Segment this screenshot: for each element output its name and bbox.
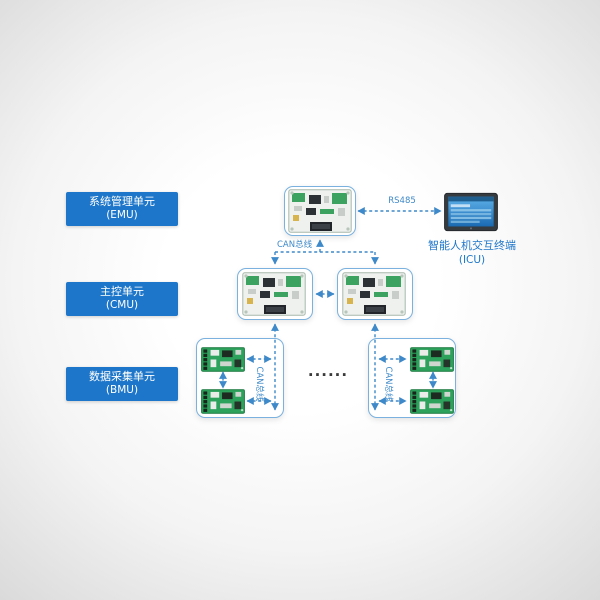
emu-pcb-board-icon [288, 189, 352, 233]
hmi-screen-icon [444, 217, 498, 236]
cmu-node-right [337, 268, 413, 320]
cmu-right-pcb-board-icon [342, 272, 406, 316]
icu-label: 智能人机交互终端 (ICU) [418, 239, 526, 267]
legend-emu-subtitle: (EMU) [106, 209, 138, 221]
bmu-board-icon [201, 389, 245, 414]
icu-title: 智能人机交互终端 [428, 239, 516, 252]
bmu-board-icon [410, 389, 454, 414]
icu-subtitle: (ICU) [458, 254, 486, 266]
legend-emu-title: 系统管理单元 [89, 195, 155, 208]
legend-bmu-subtitle: (BMU) [105, 384, 139, 396]
can-bus-label-right: CAN总线 [383, 366, 393, 402]
bmu-board-icon [410, 347, 454, 372]
can-bus-label-top: CAN总线 [277, 240, 313, 250]
legend-bmu-title: 数据采集单元 [89, 370, 155, 383]
cmu-left-pcb-board-icon [242, 272, 306, 316]
legend-emu: 系统管理单元 (EMU) [66, 192, 178, 226]
legend-bmu: 数据采集单元 (BMU) [66, 367, 178, 401]
legend-cmu-subtitle: (CMU) [105, 299, 139, 311]
bmu-group-right [368, 338, 456, 418]
cmu-node-left [237, 268, 313, 320]
more-nodes-ellipsis: ······ [307, 366, 349, 384]
bmu-group-left [196, 338, 284, 418]
rs485-link-label: RS485 [388, 196, 416, 206]
bmu-board-icon [201, 347, 245, 372]
legend-cmu: 主控单元 (CMU) [66, 282, 178, 316]
can-bus-label-left: CAN总线 [254, 366, 264, 402]
legend-cmu-title: 主控单元 [100, 285, 144, 298]
emu-node [284, 186, 356, 236]
hmi-device [444, 192, 498, 232]
